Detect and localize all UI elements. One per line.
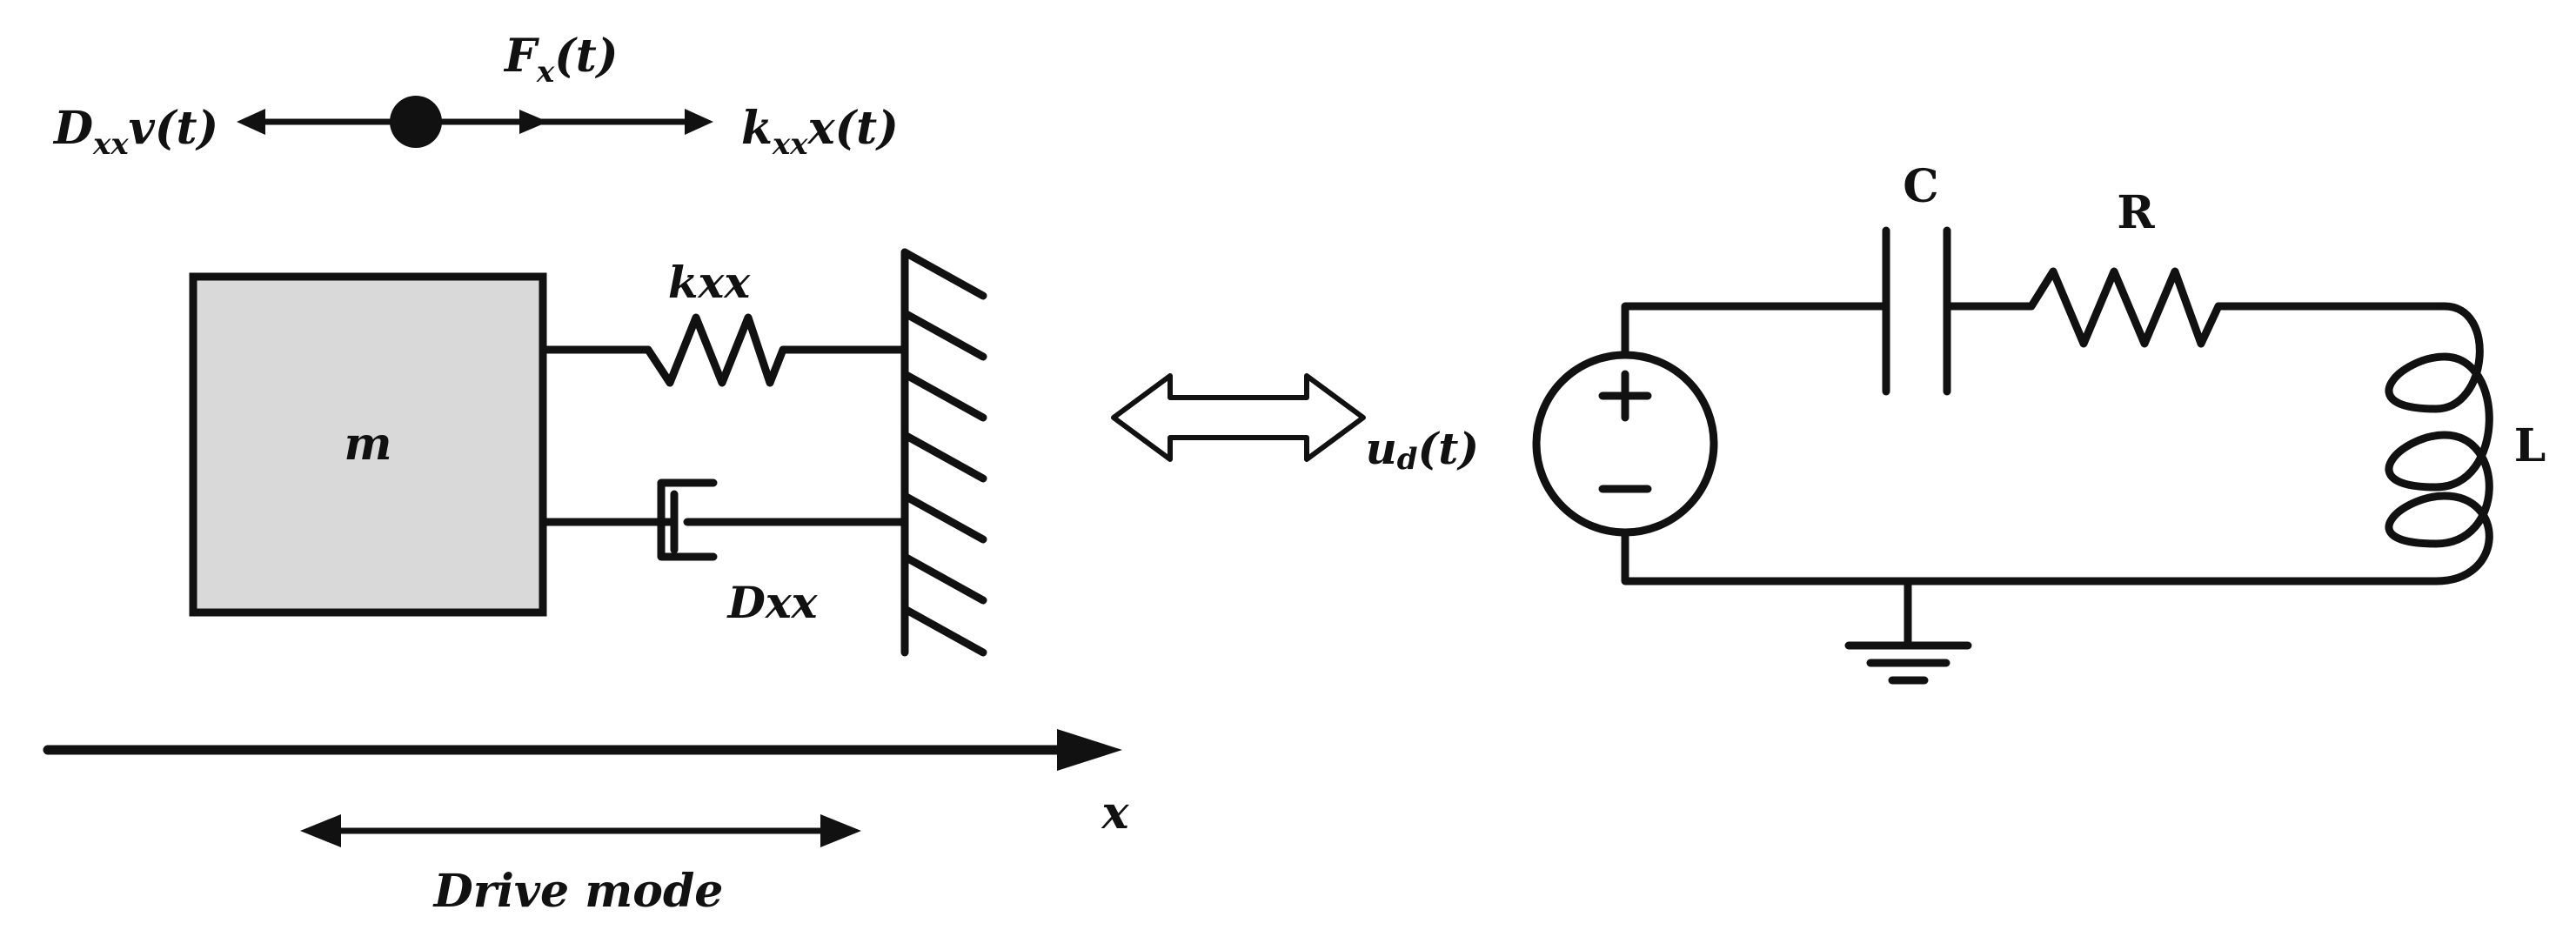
resistor bbox=[1943, 267, 2449, 348]
drive-mode-label: Drive mode bbox=[432, 865, 724, 918]
resistor-label: R bbox=[2117, 186, 2155, 239]
x-axis-arrowhead bbox=[1057, 729, 1122, 771]
equivalence-arrow bbox=[1111, 373, 1366, 462]
force-diagram: Dxxv(t) Fx(t) kxxx(t) bbox=[52, 30, 899, 162]
x-axis-label: x bbox=[1101, 786, 1129, 840]
applied-force-label: Fx(t) bbox=[503, 30, 618, 90]
damper-cylinder bbox=[657, 478, 718, 561]
drive-mode-left-arrowhead bbox=[300, 814, 341, 847]
wall-hatching bbox=[900, 248, 987, 657]
source-label: ud(t) bbox=[1365, 423, 1479, 477]
spring bbox=[539, 313, 909, 387]
wire-top-left bbox=[1621, 302, 1890, 359]
applied-force-arrowhead bbox=[519, 110, 548, 134]
damping-force-arrowhead bbox=[237, 109, 265, 135]
spring-force-arrowhead bbox=[685, 109, 713, 135]
mass-label: m bbox=[344, 418, 391, 471]
capacitor-label: C bbox=[1903, 160, 1938, 213]
mechanical-model: m kxx Dxx x Drive mode bbox=[43, 248, 1129, 918]
inductor-label: L bbox=[2514, 419, 2546, 472]
mass-block bbox=[189, 272, 547, 617]
damper-label: Dxx bbox=[726, 577, 819, 628]
spring-label: kxx bbox=[668, 257, 751, 308]
inductor bbox=[2385, 302, 2493, 585]
wire-bottom bbox=[1621, 528, 2432, 585]
mass-point bbox=[390, 96, 442, 148]
damping-force-label: Dxxv(t) bbox=[52, 102, 218, 162]
voltage-source bbox=[1532, 351, 1718, 537]
spring-force-label: kxxx(t) bbox=[741, 102, 899, 162]
drive-mode-right-arrowhead bbox=[820, 814, 861, 847]
electrical-circuit: C R L ud(t) bbox=[1365, 160, 2546, 685]
